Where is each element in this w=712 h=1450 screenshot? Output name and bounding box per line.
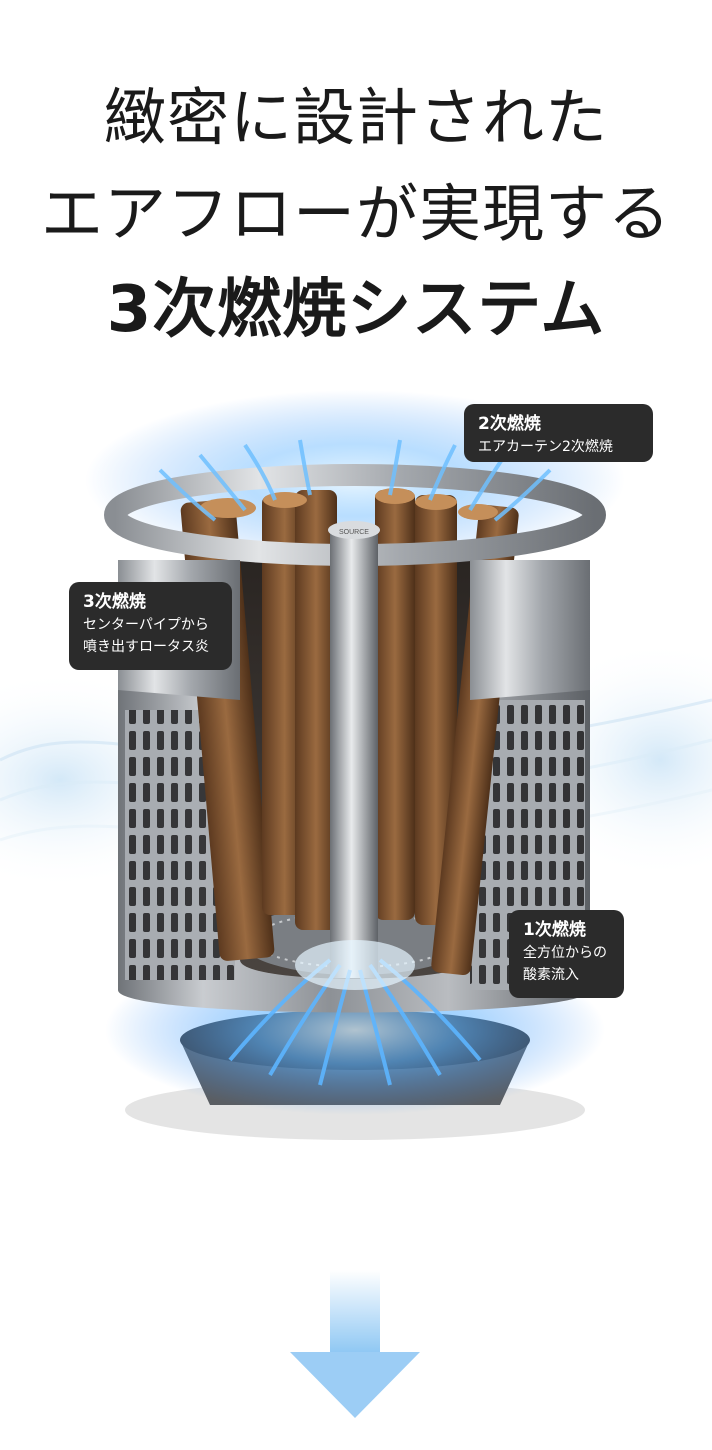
callout-secondary-desc: エアカーテン2次燃焼 xyxy=(478,439,613,455)
headline-line-1: 緻密に設計された xyxy=(103,81,608,154)
callout-primary-combustion: 1次燃焼 全方位からの 酸素流入 xyxy=(509,910,624,998)
callout-secondary-combustion: 2次燃焼 エアカーテン2次燃焼 xyxy=(464,404,653,462)
callout-tertiary-desc-2: 噴き出すロータス炎 xyxy=(83,639,209,655)
fire-pit-cutaway-illustration: SOURCE xyxy=(0,390,712,1140)
airflow-lines-top xyxy=(158,439,552,522)
center-pipe xyxy=(330,528,378,978)
callout-primary-desc-2: 酸素流入 xyxy=(523,967,579,983)
firewood-logs xyxy=(180,488,519,976)
upper-band-right xyxy=(470,560,590,700)
headline: 緻密に設計された エアフローが実現する 3次燃焼システム xyxy=(0,70,712,358)
callout-primary-title: 1次燃焼 xyxy=(523,920,586,940)
callout-tertiary-desc-1: センターパイプから xyxy=(83,617,209,633)
pipe-logo: SOURCE xyxy=(339,529,369,536)
callout-tertiary-title: 3次燃焼 xyxy=(83,592,146,612)
callout-primary-desc-1: 全方位からの xyxy=(523,945,607,961)
headline-line-3: 3次燃焼システム xyxy=(106,273,606,347)
down-arrow-icon xyxy=(290,1270,420,1418)
headline-line-2: エアフローが実現する xyxy=(40,177,671,250)
callout-tertiary-combustion: 3次燃焼 センターパイプから 噴き出すロータス炎 xyxy=(69,582,232,670)
callout-secondary-title: 2次燃焼 xyxy=(478,414,541,434)
